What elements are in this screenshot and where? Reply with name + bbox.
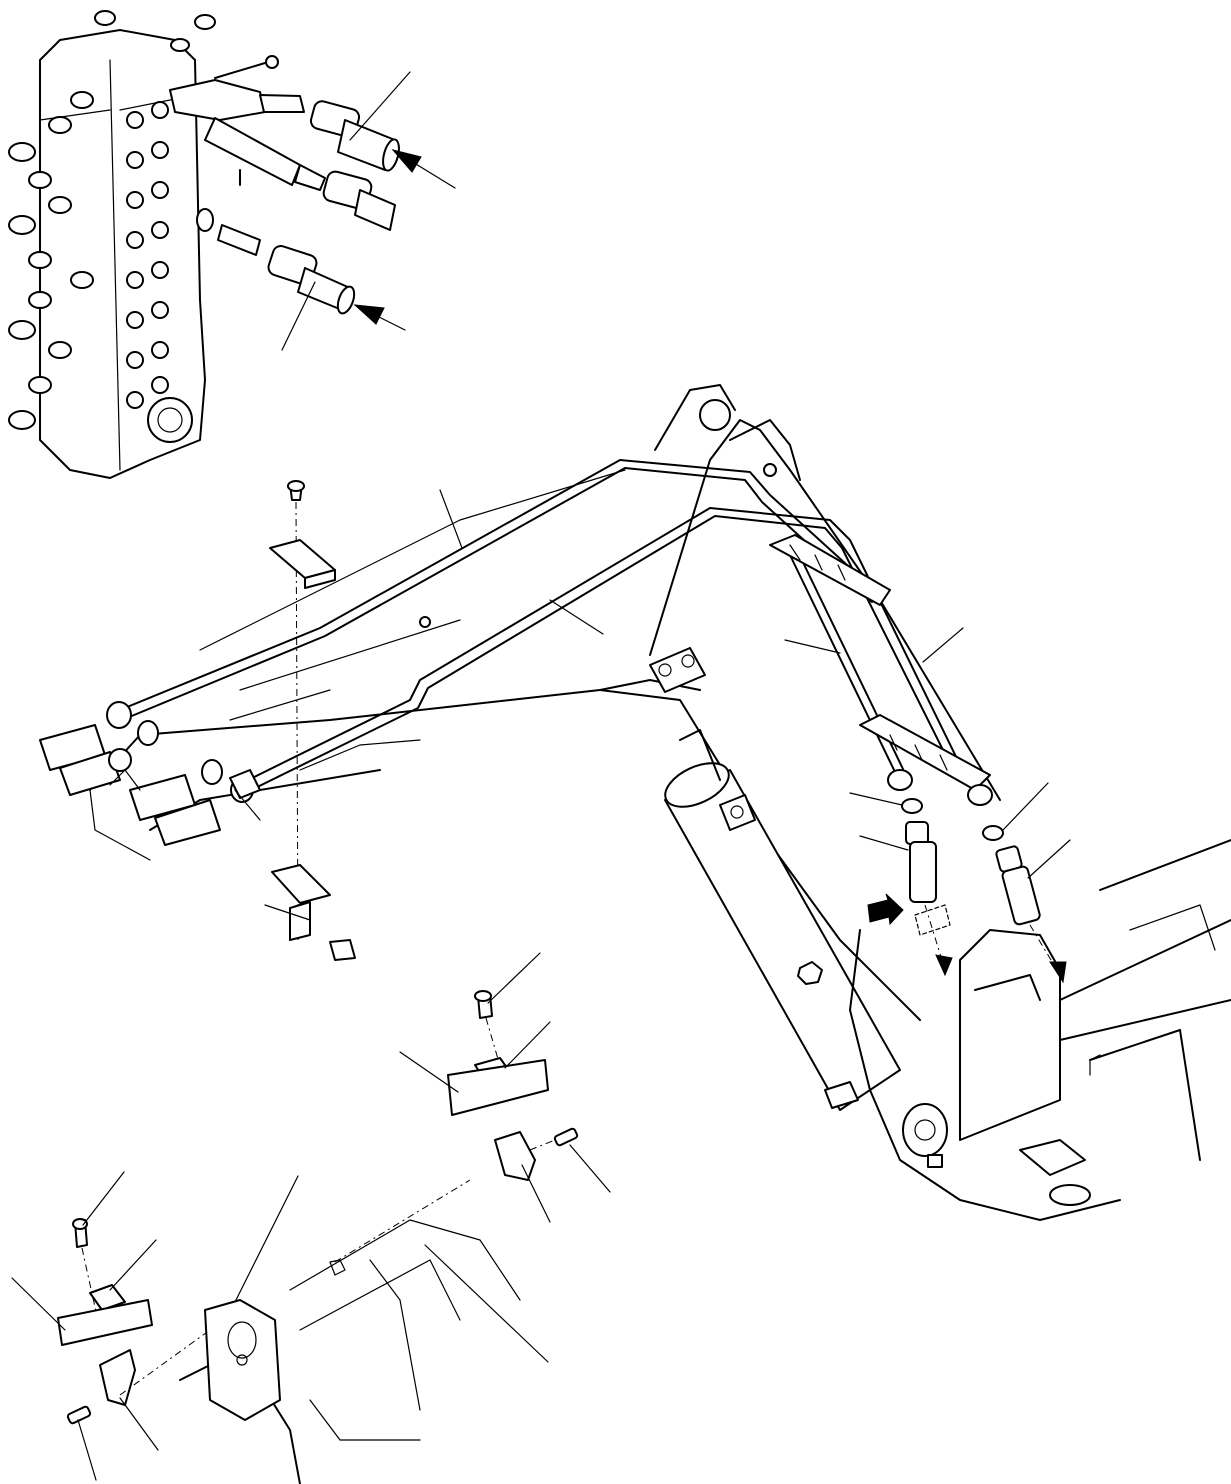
boom-body [90,385,1000,1020]
arrow-mid-head [355,305,384,324]
boom-foot-fittings [40,721,222,845]
tube-nut-upper-left [107,702,131,728]
leader-hose-left [12,1278,65,1330]
bracket-left-icon [100,1350,135,1405]
hose-left-icon [58,1300,152,1345]
valve-ports-face [127,102,168,408]
oring-right [983,826,1003,840]
boom-cylinder [659,730,900,1110]
valve-hose-lower [205,118,395,230]
tube-upper [115,460,880,720]
leader-lines [12,72,1070,1480]
flow-arrows [355,150,455,330]
control-valve [9,11,215,478]
tube-clamp-lower [860,715,990,790]
swing-bracket [850,840,1231,1220]
valve-ports-left [9,92,93,429]
leader-clamp-left [110,1240,156,1290]
leader-bracket-center [522,1165,550,1222]
leader-bolt-center-lower [570,1145,610,1192]
leader-fitting-left [860,836,908,850]
leader-hose-mid [282,282,315,350]
fitting-right [996,846,1041,926]
assembly-line-right [1030,925,1060,975]
valve-hose-top [170,56,402,172]
leader-oring-right [1003,783,1048,830]
clamp-assembly-boom [230,481,355,960]
hose-center-icon [448,1060,548,1115]
leader-bolt-left-lower [78,1420,96,1480]
oring-left [902,799,922,813]
valve-hose-mid [197,209,357,316]
leader-bolt-center [488,953,540,1003]
leader-tube-right-a [785,640,840,653]
tube-nut-right-b [968,785,992,805]
leader-hose-center [400,1052,458,1092]
view-arrow-icon [868,894,903,924]
bolt-center-lower-icon [554,1128,578,1146]
clamp-assembly-center [448,991,578,1180]
leader-tube-upper [440,490,462,548]
leader-boom-1 [235,1176,298,1302]
clamp-left-icon [90,1285,125,1310]
leader-tube-lower [550,600,603,634]
arrow-top-head [393,150,421,172]
leader-bracket-left [120,1398,158,1450]
leader-fitting-right [1028,840,1070,878]
leader-boom-2 [425,1245,548,1362]
boom-foot-bottom [180,1180,520,1484]
arrow-head-left [936,955,952,975]
bracket-center-icon [495,1132,535,1180]
leader-tube-right-b [923,628,963,662]
leader-oring-left [850,793,902,805]
leader-hose-top [350,72,410,140]
tube-lower [238,508,965,793]
fitting-left [906,822,936,902]
leader-clamp-center [505,1022,550,1068]
arrow-head-right [1050,962,1066,982]
bolt-left-lower-icon [67,1406,91,1424]
clamp-assembly-left [58,1219,210,1424]
leader-bolt-left [83,1172,124,1225]
tube-nut-right-a [888,770,912,790]
tube-clamp-upper [770,535,890,605]
